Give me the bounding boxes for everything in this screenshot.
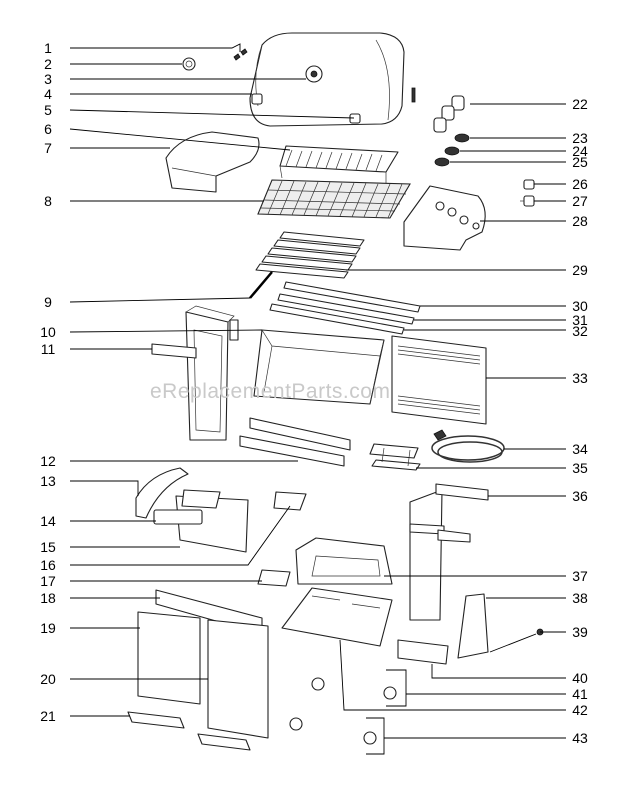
- callout-2: 2: [44, 56, 52, 72]
- callout-33: 33: [572, 370, 588, 386]
- callout-10: 10: [40, 324, 56, 340]
- grease-tray: [273, 491, 307, 511]
- callout-36: 36: [572, 488, 588, 504]
- hose-and-regulator: [431, 429, 505, 463]
- callout-41: 41: [572, 686, 588, 702]
- bottom-tray: [295, 537, 393, 585]
- callout-31: 31: [572, 312, 588, 328]
- callout-32: 32: [572, 323, 588, 339]
- callout-26: 26: [572, 176, 588, 192]
- watermark: eReplacementParts.com: [150, 380, 390, 403]
- side-shelf-housing: [153, 489, 249, 553]
- control-knobs: [433, 95, 465, 133]
- caster-bracket-43: [366, 717, 385, 755]
- cooking-grate: [257, 179, 411, 219]
- cross-braces: [239, 417, 351, 467]
- callout-14: 14: [40, 513, 56, 529]
- callout-numbers: 1 2 3 4 5 6 7 8 9 10 11 12 13 14 15 16 1…: [40, 40, 588, 746]
- left-frame-assembly: [151, 305, 239, 441]
- callout-8: 8: [44, 193, 52, 209]
- lid-screws: [233, 48, 248, 61]
- callout-25: 25: [572, 154, 588, 170]
- callout-21: 21: [40, 708, 56, 724]
- callout-4: 4: [44, 86, 52, 102]
- casters: [289, 677, 397, 745]
- cookbox: [253, 329, 385, 405]
- callout-39: 39: [572, 624, 588, 640]
- caster-bracket-41: [386, 669, 407, 707]
- tank-scale-bracket: [369, 443, 421, 471]
- door-handles: [127, 711, 251, 751]
- callout-15: 15: [40, 539, 56, 555]
- callout-22: 22: [572, 96, 588, 112]
- lighter-rod: [489, 628, 544, 653]
- catch-pan: [257, 569, 291, 587]
- callout-34: 34: [572, 441, 588, 457]
- callout-29: 29: [572, 262, 588, 278]
- callout-30: 30: [572, 298, 588, 314]
- callout-43: 43: [572, 730, 588, 746]
- lid-bolt: [411, 87, 416, 103]
- callout-23: 23: [572, 130, 588, 146]
- callout-38: 38: [572, 590, 588, 606]
- flavorizer-bars: [255, 231, 365, 279]
- thermometer-bezel: [182, 57, 196, 71]
- callout-12: 12: [40, 453, 56, 469]
- right-door: [207, 619, 269, 739]
- callout-5: 5: [44, 102, 52, 118]
- callout-17: 17: [40, 573, 56, 589]
- left-door: [137, 611, 201, 705]
- callout-42: 42: [572, 702, 588, 718]
- ignitor-button: [523, 179, 535, 190]
- left-side-shelf: [165, 131, 260, 193]
- callout-11: 11: [41, 341, 56, 357]
- warming-rack: [279, 145, 399, 184]
- callout-35: 35: [572, 460, 588, 476]
- grill-lid: [249, 32, 405, 127]
- bottom-shelf: [281, 587, 393, 647]
- callout-13: 13: [40, 473, 56, 489]
- back-panel: [391, 335, 487, 425]
- callout-16: 16: [40, 557, 56, 573]
- crossover-tube: [249, 271, 273, 299]
- right-handle: [457, 593, 489, 659]
- leader-lines: [69, 43, 566, 739]
- callout-37: 37: [572, 568, 588, 584]
- callout-24: 24: [572, 143, 588, 159]
- callout-27: 27: [572, 193, 588, 209]
- side-handle: [135, 467, 189, 519]
- ignitor-module: [520, 195, 535, 207]
- callout-3: 3: [44, 71, 52, 87]
- control-panel: [403, 185, 486, 251]
- callout-18: 18: [40, 590, 56, 606]
- callout-20: 20: [40, 671, 56, 687]
- callout-9: 9: [44, 294, 52, 310]
- right-frame-assembly: [409, 483, 489, 621]
- knob-bezels: [434, 133, 470, 167]
- callout-19: 19: [40, 620, 56, 636]
- callout-28: 28: [572, 213, 588, 229]
- callout-6: 6: [44, 121, 52, 137]
- storage-bin: [397, 639, 449, 665]
- callout-40: 40: [572, 670, 588, 686]
- callout-7: 7: [44, 140, 52, 156]
- callout-1: 1: [44, 40, 52, 56]
- burner-tubes: [269, 281, 421, 335]
